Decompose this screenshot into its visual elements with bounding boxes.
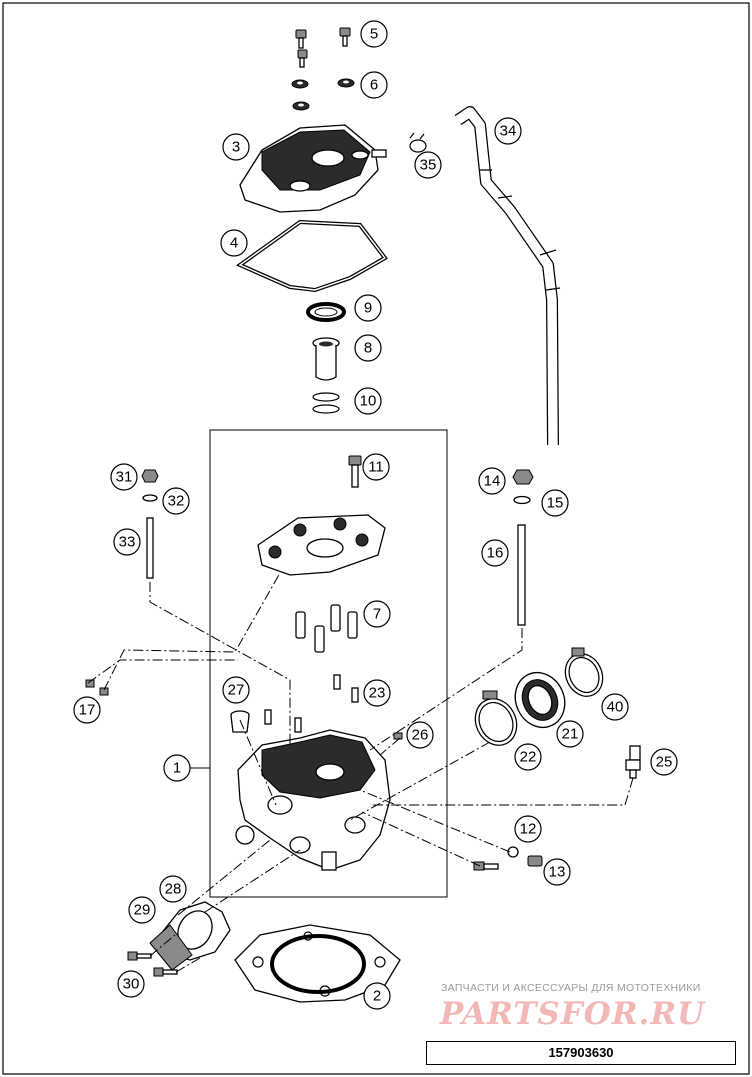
callout-32: 32	[162, 487, 190, 515]
callout-label: 16	[487, 545, 504, 562]
breather-hose	[454, 106, 561, 446]
drain-plug-set	[473, 846, 543, 871]
camshaft-bridge	[257, 514, 386, 576]
callout-9: 9	[354, 294, 382, 322]
hose-clamp	[474, 690, 518, 746]
callout-17: 17	[73, 696, 101, 724]
callout-label: 26	[412, 727, 429, 744]
callout-label: 34	[500, 123, 517, 140]
seal-ring	[306, 302, 346, 322]
callout-34: 34	[494, 117, 522, 145]
callout-25: 25	[650, 748, 678, 776]
callout-28: 28	[159, 875, 187, 903]
callout-label: 21	[562, 726, 579, 743]
callout-1: 1	[163, 754, 210, 782]
head-gasket	[234, 924, 401, 1003]
callout-40: 40	[601, 693, 629, 721]
callout-label: 22	[520, 749, 537, 766]
callout-label: 3	[232, 139, 240, 156]
callout-label: 7	[373, 606, 381, 623]
temperature-sensor	[625, 745, 641, 779]
callout-label: 2	[373, 988, 381, 1005]
callout-30: 30	[117, 970, 145, 998]
callout-12: 12	[514, 815, 542, 843]
callout-label: 10	[360, 393, 377, 410]
callout-33: 33	[113, 528, 141, 556]
callout-label: 14	[484, 473, 501, 490]
callout-label: 1	[173, 760, 181, 777]
callout-label: 25	[656, 754, 673, 771]
callout-label: 40	[607, 699, 624, 716]
callout-23: 23	[363, 679, 391, 707]
intake-boot	[514, 672, 566, 728]
callout-2: 2	[363, 982, 391, 1010]
valve-guides	[295, 604, 358, 653]
callout-10: 10	[354, 387, 382, 415]
callout-5: 5	[360, 20, 388, 48]
callout-label: 4	[230, 235, 238, 252]
head-bolt	[348, 455, 362, 488]
callout-label: 35	[420, 157, 437, 174]
callout-label: 31	[116, 469, 133, 486]
callout-label: 27	[228, 682, 245, 699]
spark-plug-sleeve	[312, 337, 340, 381]
diagram-code: 157903630	[426, 1041, 736, 1065]
callout-label: 9	[364, 300, 372, 317]
callout-13: 13	[543, 858, 571, 886]
o-rings	[312, 392, 340, 414]
callout-label: 32	[168, 493, 185, 510]
cylinder-head-group-frame	[209, 429, 448, 898]
cover-screws	[295, 27, 351, 68]
leader-lines	[87, 572, 634, 973]
callout-4: 4	[220, 229, 248, 257]
callout-27: 27	[222, 676, 250, 704]
screw-26-part	[393, 732, 403, 740]
callout-14: 14	[478, 467, 506, 495]
callout-11: 11	[362, 453, 390, 481]
callout-22: 22	[514, 743, 542, 771]
intake-manifold	[149, 901, 231, 971]
left-stud-set	[141, 469, 159, 579]
manifold-screws	[127, 951, 178, 977]
small-screws	[85, 679, 109, 696]
cover-seals	[291, 78, 355, 111]
hose-clip	[409, 132, 427, 153]
callout-label: 29	[134, 902, 151, 919]
callout-label: 15	[547, 495, 564, 512]
callout-label: 8	[364, 340, 372, 357]
callout-31: 31	[110, 463, 138, 491]
watermark-logo: PARTSFOR.RU	[440, 996, 706, 1032]
valve-cover-gasket	[235, 219, 388, 293]
callout-7: 7	[363, 600, 391, 628]
callout-15: 15	[541, 489, 569, 517]
valve-cover	[239, 124, 387, 213]
callout-6: 6	[360, 71, 388, 99]
callout-label: 11	[368, 459, 384, 476]
callout-26: 26	[406, 721, 434, 749]
callout-label: 12	[520, 821, 537, 838]
callout-label: 13	[549, 864, 566, 881]
callout-label: 23	[369, 685, 386, 702]
callout-3: 3	[222, 133, 250, 161]
callout-29: 29	[128, 896, 156, 924]
callout-16: 16	[481, 539, 509, 567]
callout-label: 17	[79, 702, 96, 719]
callout-label: 33	[119, 534, 136, 551]
boot-clamp	[564, 647, 604, 697]
dowel-pins	[264, 674, 359, 733]
watermark-caption: ЗАПЧАСТИ И АКСЕССУАРЫ ДЛЯ МОТОТЕХНИКИ	[441, 982, 701, 994]
callout-label: 28	[165, 881, 182, 898]
right-stud-set	[512, 469, 534, 626]
callout-21: 21	[556, 720, 584, 748]
callout-label: 30	[123, 976, 140, 993]
guide-sleeve	[230, 710, 250, 733]
callout-label: 5	[370, 26, 378, 43]
cylinder-head	[235, 729, 391, 871]
callout-label: 6	[370, 77, 378, 94]
callout-8: 8	[354, 334, 382, 362]
callout-35: 35	[414, 151, 442, 179]
